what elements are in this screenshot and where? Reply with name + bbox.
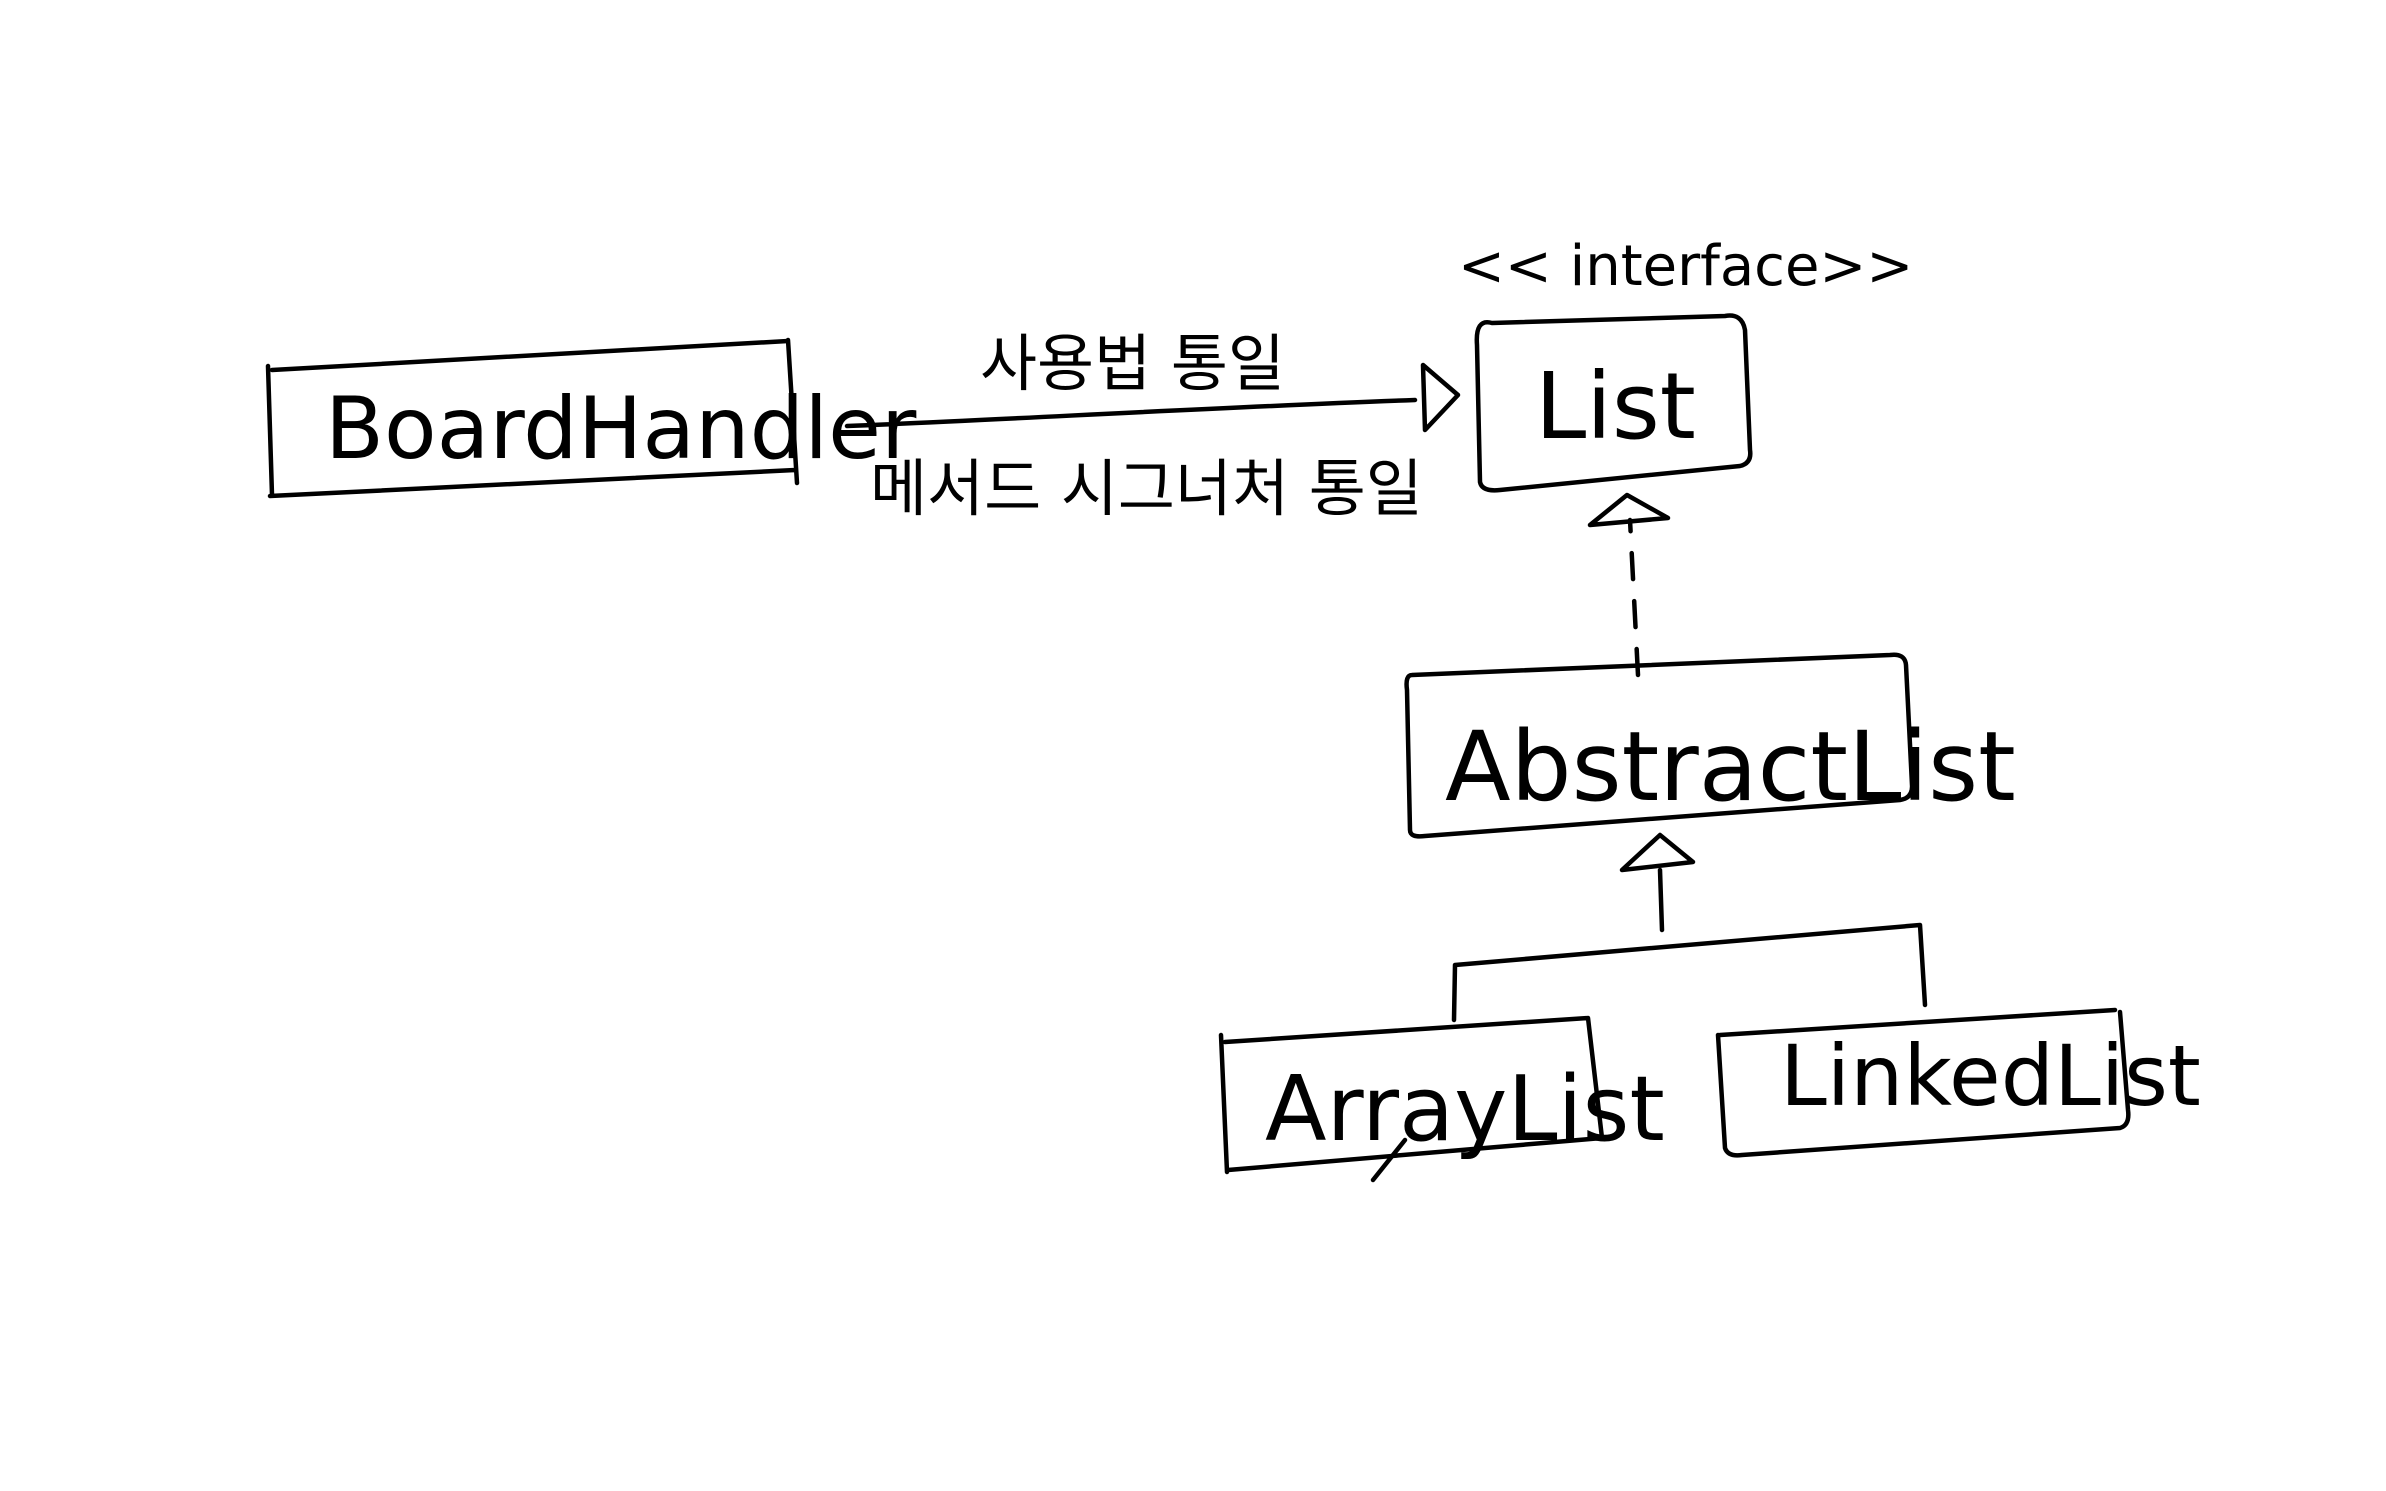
linked-list-box <box>1715 1007 2131 1158</box>
class-board-handler: BoardHandler <box>265 337 917 499</box>
generalization-bar <box>1451 922 1928 1023</box>
generalization-arrowhead <box>1619 832 1696 873</box>
association-arrowhead <box>1420 362 1461 433</box>
association-label-bottom: 메서드 시그너처 통일 <box>870 452 1423 525</box>
interface-stereotype: << interface>> <box>1458 234 1913 299</box>
board-handler-label: BoardHandler <box>325 379 917 479</box>
abstract-list-box <box>1404 652 1915 839</box>
linked-list-label: LinkedList <box>1780 1027 2201 1125</box>
association-arrow: 사용법 통일 메서드 시그너처 통일 <box>844 327 1461 525</box>
abstract-list-label: AbstractList <box>1445 711 2016 823</box>
array-list-y-tail <box>1370 1137 1408 1183</box>
array-list-box <box>1218 1015 1605 1175</box>
class-linked-list: LinkedList <box>1715 1007 2201 1158</box>
realization-arrowhead <box>1587 492 1671 528</box>
array-list-label: ArrayList <box>1265 1057 1665 1162</box>
class-list: List <box>1474 313 1753 493</box>
class-array-list: ArrayList <box>1218 1015 1665 1183</box>
class-abstract-list: AbstractList <box>1404 652 2016 839</box>
realization-arrow <box>1587 492 1671 678</box>
list-label: List <box>1535 353 1696 460</box>
list-box <box>1474 313 1753 493</box>
generalization-arrow <box>1451 832 1928 1023</box>
association-label-top: 사용법 통일 <box>980 327 1285 400</box>
board-handler-box <box>265 337 800 499</box>
generalization-stem <box>1657 867 1665 933</box>
realization-line <box>1627 517 1641 678</box>
association-line <box>844 397 1418 429</box>
